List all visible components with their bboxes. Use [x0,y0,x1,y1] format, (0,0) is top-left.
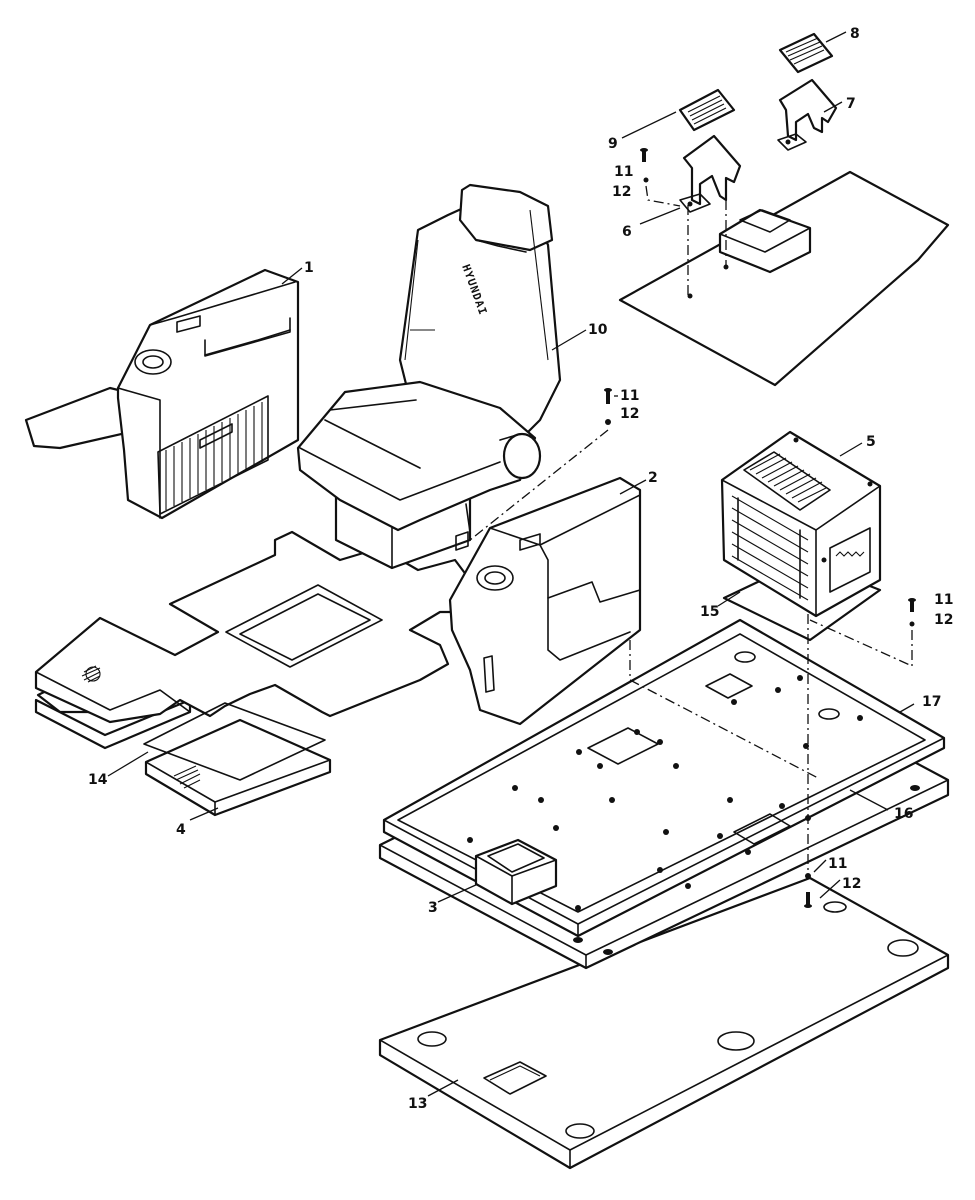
callout-labels: 1 2 3 4 5 6 7 8 9 10 13 14 15 16 17 11 1… [88,26,953,1112]
callout-12-floor: 12 [842,876,861,892]
floor-box [474,838,558,906]
callout-11-seat: 11 [620,388,639,404]
callout-10: 10 [588,322,608,338]
heater-top-grille [743,451,831,511]
callout-7: 7 [846,96,856,112]
callout-11-pedal: 11 [614,164,633,180]
mat-texture-patch [81,665,201,789]
left-console-grille [165,402,263,510]
leader-lines [107,31,915,1097]
seat-10: HYUNDAI [296,183,562,570]
left-console-1 [24,268,300,520]
heater-box-5 [720,430,882,642]
callout-14: 14 [88,772,108,788]
callout-6: 6 [622,224,632,240]
fasteners [604,148,916,908]
callout-17: 17 [922,694,941,710]
floor-frame-17 [382,618,946,938]
pedal-9 [678,88,736,132]
callout-1: 1 [304,260,314,276]
callout-13: 13 [408,1096,427,1112]
right-console-2 [448,476,642,726]
callout-11-heater: 11 [934,592,953,608]
callout-9: 9 [608,136,618,152]
callout-12-seat: 12 [620,406,639,422]
callout-8: 8 [850,26,860,42]
callout-11-floor: 11 [828,856,847,872]
pedal-bracket-6 [679,134,742,213]
callout-2: 2 [648,470,658,486]
pedal-bracket-7 [777,78,838,151]
pedal-plate [618,170,950,387]
floor-mat-4 [34,530,472,817]
callout-5: 5 [866,434,876,450]
callout-12-heater: 12 [934,612,953,628]
heater-side-louvers [731,495,809,601]
pedal-8 [778,32,834,74]
callout-4: 4 [176,822,186,838]
callout-3: 3 [428,900,438,916]
callout-12-pedal: 12 [612,184,631,200]
assembly-centerlines [469,180,913,870]
callout-16: 16 [894,806,913,822]
callout-15: 15 [700,604,719,620]
